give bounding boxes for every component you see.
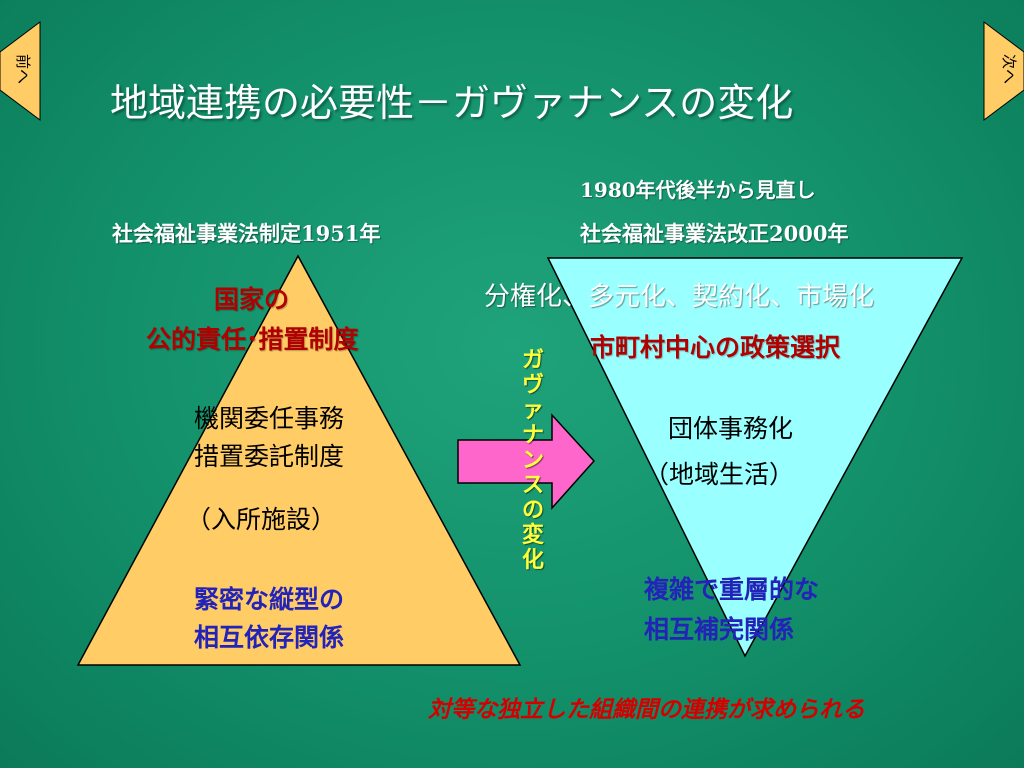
right-relation-line1: 複雑で重層的な — [644, 575, 820, 604]
system-line2: 措置委託制度 — [194, 442, 345, 471]
state-responsibility-line1: 国家の — [214, 285, 290, 314]
right-header: 社会福祉事業法改正2000年 — [580, 221, 849, 246]
pyramid-triangle — [76, 254, 522, 666]
left-relation-line2: 相互依存関係 — [194, 623, 345, 652]
page-title: 地域連携の必要性－ガヴァナンスの変化 — [110, 81, 794, 125]
trends-line: 分権化、多元化、契約化、市場化 — [484, 282, 875, 312]
review-note: 1980年代後半から見直し — [580, 178, 816, 202]
next-button[interactable]: 次へ — [1000, 54, 1018, 85]
policy-line: 市町村中心の政策選択 — [590, 333, 841, 362]
left-relation-line1: 緊密な縦型の — [194, 585, 345, 614]
inverted-triangle — [546, 257, 964, 658]
state-responsibility-line2: 公的責任･措置制度 — [146, 325, 359, 354]
org-line2: （地域生活） — [644, 460, 795, 489]
prev-button[interactable]: 前へ — [14, 54, 32, 85]
facility-label: （入所施設） — [186, 505, 337, 534]
footer-conclusion: 対等な独立した組織間の連携が求められる — [428, 697, 865, 723]
next-button-shape[interactable] — [983, 21, 1024, 121]
governance-change-vertical-label: ガヴァナンスの変化 — [521, 348, 544, 573]
left-header: 社会福祉事業法制定1951年 — [112, 221, 381, 246]
governance-change-arrow — [457, 413, 596, 510]
org-line1: 団体事務化 — [668, 414, 794, 443]
prev-button-shape[interactable] — [0, 21, 41, 121]
right-relation-line2: 相互補完関係 — [644, 615, 795, 644]
system-line1: 機関委任事務 — [194, 404, 345, 433]
